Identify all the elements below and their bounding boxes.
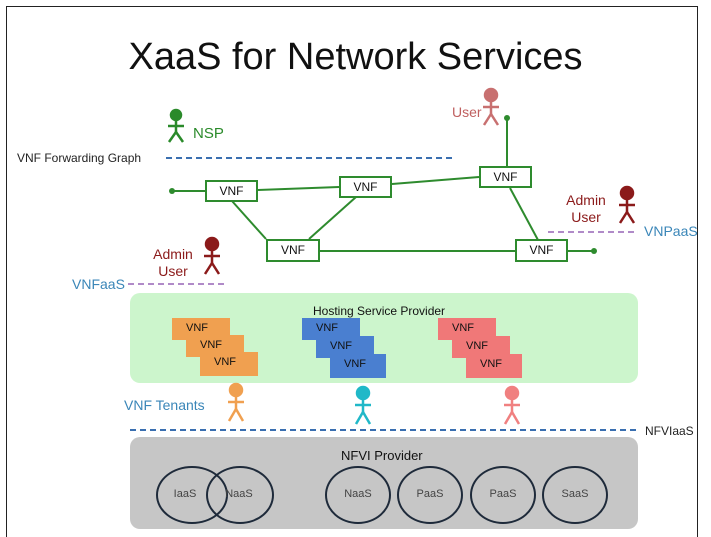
- service-label: PaaS: [489, 488, 517, 500]
- tenant-cyan-figure: [354, 385, 372, 425]
- paas-circle[interactable]: [470, 466, 536, 524]
- admin-user-left-figure: [203, 236, 221, 275]
- vnf-tenants-label: VNF Tenants: [124, 397, 205, 413]
- admin-user-right-figure: [618, 185, 636, 224]
- saas-circle[interactable]: [542, 466, 608, 524]
- vnf-card-pink[interactable]: VNF: [438, 318, 496, 340]
- nfviaas-label: NFVIaaS: [645, 424, 694, 438]
- forwarding-graph-links: [172, 118, 594, 252]
- naas-circle[interactable]: [325, 466, 391, 524]
- nfvi-provider-title: NFVI Provider: [341, 448, 423, 463]
- user-label: User: [452, 104, 482, 120]
- vnf-card-orange[interactable]: VNF: [172, 318, 230, 340]
- service-label: IaaS: [173, 488, 197, 500]
- graph-endpoints: [169, 115, 597, 254]
- service-label: NaaS: [225, 488, 253, 500]
- vnfaas-label: VNFaaS: [72, 276, 125, 292]
- paas-circle[interactable]: [397, 466, 463, 524]
- nsp-figure: [167, 108, 185, 143]
- vnf-card-orange[interactable]: VNF: [186, 335, 244, 357]
- vnf-card-pink[interactable]: VNF: [466, 354, 522, 378]
- vnf-card-blue[interactable]: VNF: [330, 354, 386, 378]
- vnf-node[interactable]: VNF: [205, 180, 258, 202]
- vnf-node[interactable]: VNF: [479, 166, 532, 188]
- vnf-forwarding-graph-label: VNF Forwarding Graph: [17, 151, 142, 165]
- naas-circle[interactable]: [206, 466, 274, 524]
- vnf-node[interactable]: VNF: [339, 176, 392, 198]
- admin-user-right-label-1: Admin: [566, 192, 606, 208]
- vnf-node[interactable]: VNF: [515, 239, 568, 262]
- vnf-card-blue[interactable]: VNF: [316, 336, 374, 358]
- vnpaas-label: VNPaaS: [644, 223, 698, 239]
- tenant-orange-figure: [227, 382, 245, 422]
- vnf-card-pink[interactable]: VNF: [452, 336, 510, 358]
- service-label: SaaS: [561, 488, 589, 500]
- service-label: PaaS: [416, 488, 444, 500]
- admin-user-left-label-1: Admin: [153, 246, 193, 262]
- user-figure: [482, 87, 500, 126]
- admin-user-right-label-2: User: [571, 209, 601, 225]
- page-title: XaaS for Network Services: [128, 36, 583, 78]
- tenant-pink-figure: [503, 385, 521, 425]
- admin-user-left-label-2: User: [158, 263, 188, 279]
- vnf-node[interactable]: VNF: [266, 239, 320, 262]
- vnf-card-orange[interactable]: VNF: [200, 352, 258, 376]
- hosting-provider-title: Hosting Service Provider: [313, 304, 446, 318]
- nsp-label: NSP: [193, 125, 224, 142]
- vnf-card-blue[interactable]: VNF: [302, 318, 360, 340]
- service-label: NaaS: [344, 488, 372, 500]
